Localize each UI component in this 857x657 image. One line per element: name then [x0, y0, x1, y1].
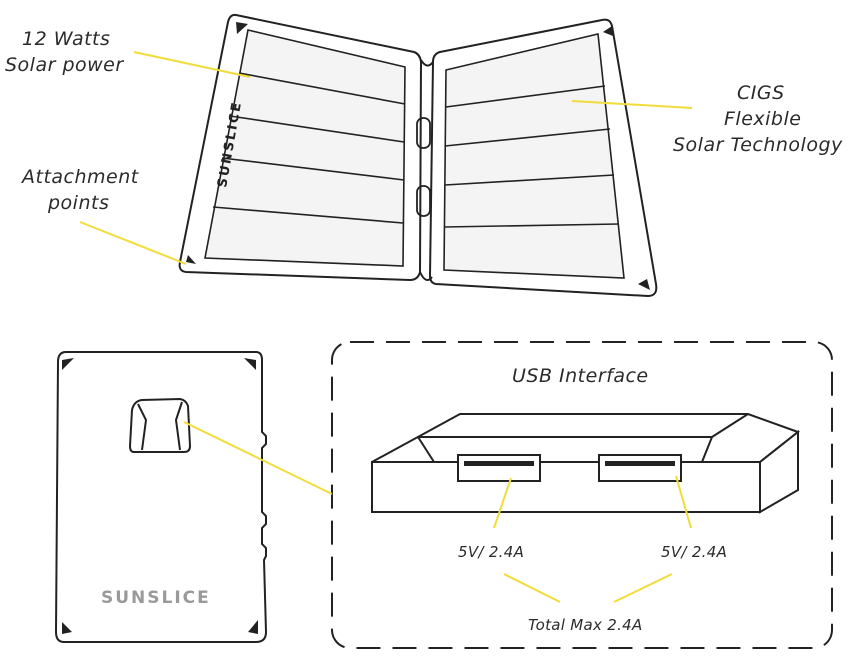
left-solar-cells — [204, 29, 406, 267]
usb-pocket-flap — [137, 403, 148, 451]
leader-lines — [79, 51, 693, 603]
folded-panel-outline — [54, 351, 268, 643]
left-cell-divider — [238, 72, 406, 105]
left-cell-area — [204, 29, 406, 267]
leader-line-port-right — [675, 475, 692, 529]
label-cigs-line2: Flexible — [724, 108, 801, 130]
label-watts-line1: 12 Watts — [22, 28, 110, 50]
usb-port-right — [598, 454, 682, 482]
right-cell-divider — [445, 85, 606, 108]
leader-line-port-left — [493, 477, 512, 529]
usb-interface-callout-box — [331, 341, 833, 649]
right-cell-area — [443, 33, 625, 279]
label-port-right: 5V/ 2.4A — [661, 543, 727, 561]
leader-line-total-left — [503, 573, 561, 603]
left-panel-wing — [178, 13, 423, 282]
usb-hub-edge — [417, 436, 435, 463]
right-solar-cells — [443, 33, 625, 279]
usb-hub-block — [371, 413, 801, 514]
attachment-points — [186, 22, 650, 290]
left-cell-divider — [229, 115, 405, 143]
corner-attachment-point — [186, 255, 196, 264]
usb-pocket — [128, 397, 192, 453]
label-cigs-line1: CIGS — [737, 82, 785, 104]
center-slot-top — [416, 117, 431, 149]
corner-attachment-point — [236, 22, 248, 34]
leader-line-cigs — [571, 100, 693, 109]
right-cell-divider — [444, 174, 615, 186]
leader-line-attachment — [79, 221, 187, 265]
label-usb-title: USB Interface — [512, 365, 649, 387]
label-attachment-line2: points — [47, 192, 109, 214]
leader-line-total-right — [613, 573, 673, 603]
right-cell-divider — [444, 128, 611, 147]
leader-line-watts — [133, 51, 251, 78]
corner-attachment-point — [638, 279, 650, 290]
usb-hub-edge — [711, 413, 749, 438]
usb-port-right-tongue — [605, 461, 675, 466]
right-cell-divider — [443, 223, 620, 228]
center-slot-bottom — [416, 185, 431, 217]
usb-hub-edge — [701, 436, 713, 463]
panel-hinge-bottom — [419, 271, 433, 282]
usb-port-left-tongue — [464, 461, 534, 466]
usb-port-right-frame — [598, 454, 682, 482]
usb-hub-side-face — [759, 429, 799, 514]
brand-logo-horizontal: SUNSLICE — [101, 588, 211, 608]
label-attachment-line1: Attachment — [20, 166, 140, 188]
center-slots — [416, 117, 431, 217]
label-port-left: 5V/ 2.4A — [458, 543, 524, 561]
right-panel-wing — [428, 18, 658, 298]
corner-attachment-point — [248, 620, 258, 634]
usb-port-left — [457, 454, 541, 482]
corner-attachment-point — [603, 26, 613, 36]
leader-line-usb-pocket — [183, 421, 333, 495]
left-cell-divider — [212, 206, 404, 224]
usb-hub-front-face — [371, 461, 761, 513]
unfolded-solar-panel — [178, 13, 658, 298]
label-total: Total Max 2.4A — [528, 616, 643, 634]
usb-port-left-frame — [457, 454, 541, 482]
folded-panel — [54, 351, 268, 643]
corner-attachment-point — [62, 358, 74, 370]
left-cell-divider — [221, 157, 405, 181]
panel-hinge-top — [420, 59, 434, 67]
corner-attachment-point — [62, 622, 72, 634]
folded-panel-corners — [62, 358, 258, 634]
label-watts-line2: Solar power — [5, 54, 124, 76]
label-cigs-line3: Solar Technology — [673, 134, 843, 156]
corner-attachment-point — [244, 358, 256, 370]
usb-pocket-flap — [174, 401, 183, 451]
